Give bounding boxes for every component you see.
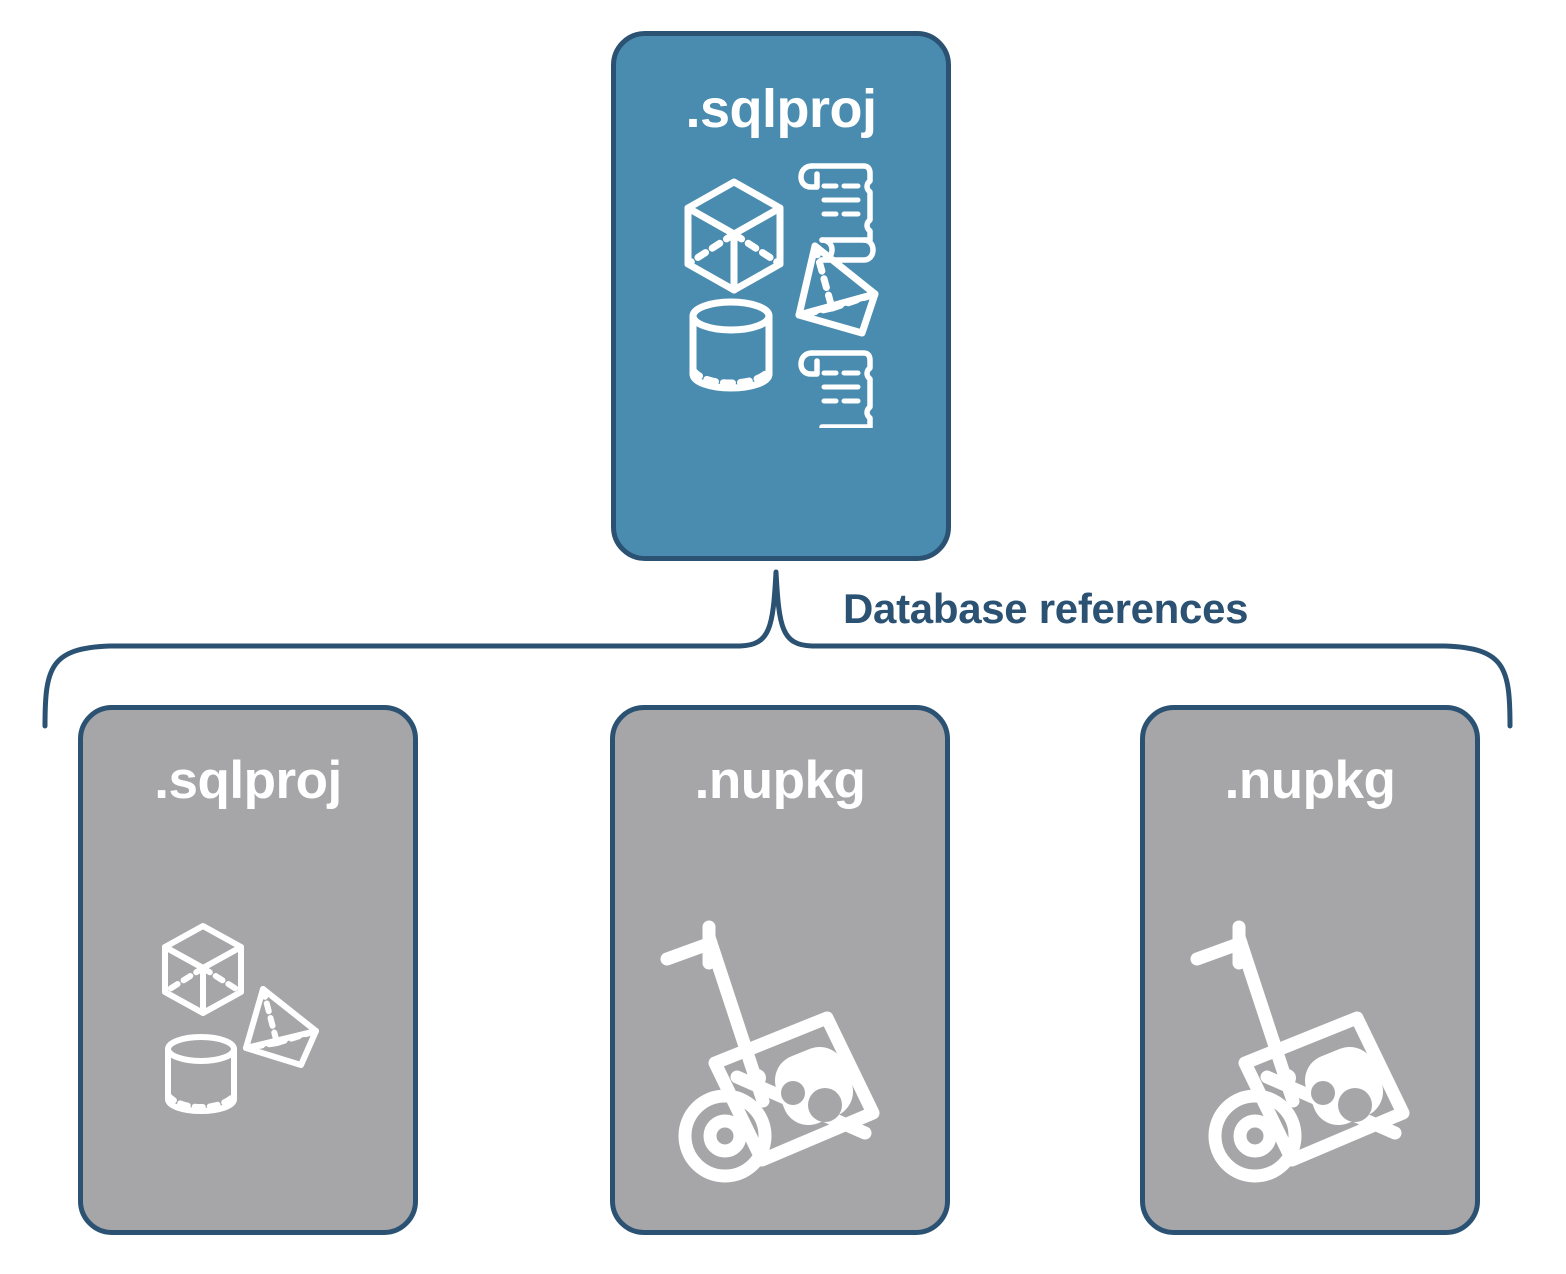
hand-truck-package-icon [1190,920,1410,1183]
sqlproj-shapes-icon [162,923,319,1114]
node-reference-label: .sqlproj [154,751,342,810]
node-reference-nupkg[interactable]: .nupkg [1140,705,1480,1235]
hand-truck-package-icon [660,920,880,1183]
pyramid-icon [243,986,319,1068]
node-root-label: .sqlproj [685,79,877,139]
node-reference-label: .nupkg [694,751,866,810]
connector-label: Database references [843,585,1249,632]
node-root-sqlproj[interactable]: .sqlproj [611,31,951,561]
cylinder-icon [165,1034,237,1114]
node-reference-label: .nupkg [1224,751,1396,810]
sqlproj-shapes-and-scrolls-icon [684,163,879,428]
node-root-artwork [616,136,946,556]
cube-icon [684,178,784,294]
node-reference-artwork [615,807,945,1230]
node-reference-nupkg[interactable]: .nupkg [610,705,950,1235]
pyramid-icon [795,242,879,337]
node-reference-artwork [83,807,413,1230]
scroll-icon [798,350,873,428]
cube-icon [162,923,244,1016]
cylinder-icon [689,298,773,392]
node-reference-sqlproj[interactable]: .sqlproj [78,705,418,1235]
node-reference-artwork [1145,807,1475,1230]
scroll-icon [798,163,876,263]
